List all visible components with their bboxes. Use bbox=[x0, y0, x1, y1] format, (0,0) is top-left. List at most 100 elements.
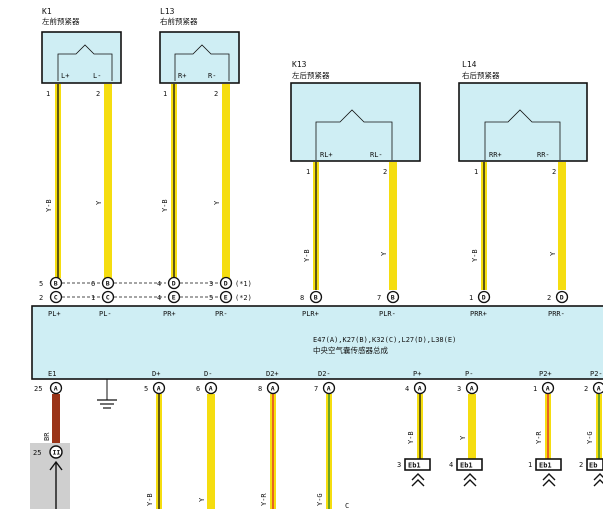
l13-pin-num-2: 2 bbox=[214, 90, 218, 98]
c2-letter-right: C bbox=[106, 294, 110, 302]
module-codes: E47(A),K27(B),K32(C),L27(D),L38(E) bbox=[313, 336, 456, 344]
module-pin-p-minus: P- bbox=[465, 370, 473, 378]
wire-color-p2-plus: Y-R bbox=[535, 431, 543, 444]
wire-color-p2-minus: Y-G bbox=[586, 431, 594, 444]
connector-circles-top: B B D D C C E E B B D D bbox=[49, 276, 569, 304]
module-pin-pr-minus: PR- bbox=[215, 310, 228, 318]
k13-pin-num-2: 2 bbox=[383, 168, 387, 176]
eb-3-label: Eb1 bbox=[539, 462, 552, 470]
module-pin-d-plus: D+ bbox=[152, 370, 160, 378]
wire-color-p-minus: Y bbox=[459, 435, 467, 440]
plrm-num: 7 bbox=[377, 294, 381, 302]
p2m-conn-num: 2 bbox=[584, 385, 588, 393]
ground-conn-num: 25 bbox=[33, 449, 41, 457]
eb-2-label: Eb1 bbox=[460, 462, 473, 470]
p2p-conn-num: 1 bbox=[533, 385, 537, 393]
d2p-conn-num: 8 bbox=[258, 385, 262, 393]
c3-letter-left: D bbox=[172, 280, 176, 288]
k13-code: K13 bbox=[292, 60, 307, 69]
c1-letter-right: B bbox=[106, 280, 110, 288]
l14-code: L14 bbox=[462, 60, 477, 69]
k13-pretensioner: RL+ RL- bbox=[290, 82, 421, 162]
c1-letter-left: B bbox=[54, 280, 58, 288]
dm-conn-letter: A bbox=[209, 385, 213, 393]
airbag-sensor-module: PL+ PL- PR+ PR- PLR+ PLR- PRR+ PRR- E47(… bbox=[31, 305, 603, 380]
wire-color-d-minus: Y bbox=[198, 497, 206, 502]
l13-name: 右前预紧器 bbox=[160, 16, 198, 26]
l14-pin-label-2: RR- bbox=[537, 151, 550, 159]
dp-conn-letter: A bbox=[157, 385, 161, 393]
plrm-letter: B bbox=[391, 294, 395, 302]
eb-2-num: 4 bbox=[449, 461, 453, 469]
p2p-conn-letter: A bbox=[546, 385, 550, 393]
k13-name: 左后预紧器 bbox=[292, 70, 330, 80]
c3-num-left: 4 bbox=[157, 280, 161, 288]
eb-1-label: Eb1 bbox=[408, 462, 421, 470]
k13-pin-label-2: RL- bbox=[370, 151, 383, 159]
l14-pin-label-1: RR+ bbox=[489, 151, 502, 159]
k13-pin-label-1: RL+ bbox=[320, 151, 333, 159]
l13-pin-label-1: R+ bbox=[178, 72, 186, 80]
module-pin-prr-plus: PRR+ bbox=[470, 310, 487, 318]
eb-1-num: 3 bbox=[397, 461, 401, 469]
l14-pretensioner: RR+ RR- bbox=[458, 82, 588, 162]
ground-connector-ii: 25 II bbox=[30, 443, 70, 509]
k1-pin-label-1: L+ bbox=[61, 72, 69, 80]
wire-color-k13-1: Y-B bbox=[303, 249, 311, 262]
c2-num-left: 2 bbox=[39, 294, 43, 302]
module-pin-p2-plus: P2+ bbox=[539, 370, 552, 378]
module-pin-d2-plus: D2+ bbox=[266, 370, 279, 378]
c2-num-right: 1 bbox=[91, 294, 95, 302]
wire-color-l13-2: Y bbox=[213, 200, 221, 205]
c4-letter-left: E bbox=[172, 294, 176, 302]
module-pin-plr-plus: PLR+ bbox=[302, 310, 319, 318]
wire-color-p-plus: Y-B bbox=[407, 431, 415, 444]
module-pin-pl-minus: PL- bbox=[99, 310, 112, 318]
d2p-conn-letter: A bbox=[271, 385, 275, 393]
pm-conn-letter: A bbox=[470, 385, 474, 393]
c1-num-right: 6 bbox=[91, 280, 95, 288]
eb1-connector-1: 3 Eb1 bbox=[397, 458, 431, 487]
prr-num: 1 bbox=[469, 294, 473, 302]
c4-letter-right: E bbox=[224, 294, 228, 302]
wire-color-e1: BR bbox=[43, 432, 51, 441]
plr-num: 8 bbox=[300, 294, 304, 302]
module-pin-plr-minus: PLR- bbox=[379, 310, 396, 318]
k13-pin-num-1: 1 bbox=[306, 168, 310, 176]
d2m-conn-num: 7 bbox=[314, 385, 318, 393]
c3-note: (*1) bbox=[235, 280, 252, 288]
eb-3-num: 1 bbox=[528, 461, 532, 469]
l13-pin-num-1: 1 bbox=[163, 90, 167, 98]
p2m-conn-letter: A bbox=[597, 385, 601, 393]
wire-color-d2-minus: Y-G bbox=[316, 493, 324, 506]
prrm-num: 2 bbox=[547, 294, 551, 302]
d2m-conn-letter: A bbox=[327, 385, 331, 393]
dp-conn-num: 5 bbox=[144, 385, 148, 393]
pp-conn-num: 4 bbox=[405, 385, 409, 393]
e1-conn-letter: A bbox=[54, 385, 58, 393]
k1-code: K1 bbox=[42, 7, 52, 16]
k1-name: 左前预紧器 bbox=[42, 16, 80, 26]
l14-name: 右后预紧器 bbox=[462, 70, 500, 80]
l14-pin-num-1: 1 bbox=[474, 168, 478, 176]
wire-color-k13-2: Y bbox=[380, 251, 388, 256]
connector-circles-bottom: A A A A A A A A A bbox=[49, 381, 603, 395]
wire-color-l13-1: Y-B bbox=[161, 199, 169, 212]
eb-4-num: 2 bbox=[579, 461, 583, 469]
module-pin-pl-plus: PL+ bbox=[48, 310, 61, 318]
l13-pin-label-2: R- bbox=[208, 72, 216, 80]
pp-conn-letter: A bbox=[418, 385, 422, 393]
plr-letter: B bbox=[314, 294, 318, 302]
c3-letter-right: D bbox=[224, 280, 228, 288]
eb-4-label: Eb bbox=[589, 462, 597, 470]
module-name: 中央空气囊传感器总成 bbox=[313, 345, 388, 355]
wire-color-d2-plus: Y-R bbox=[260, 493, 268, 506]
c4-note: (*2) bbox=[235, 294, 252, 302]
k1-pretensioner: L+ L- bbox=[41, 31, 122, 84]
l14-pin-num-2: 2 bbox=[552, 168, 556, 176]
module-pin-e1: E1 bbox=[48, 370, 56, 378]
module-pin-pr-plus: PR+ bbox=[163, 310, 176, 318]
eb1-connector-3: 1 Eb1 bbox=[528, 458, 562, 487]
connector-row-2: 2 1 4 5 (*2) bbox=[39, 294, 252, 302]
